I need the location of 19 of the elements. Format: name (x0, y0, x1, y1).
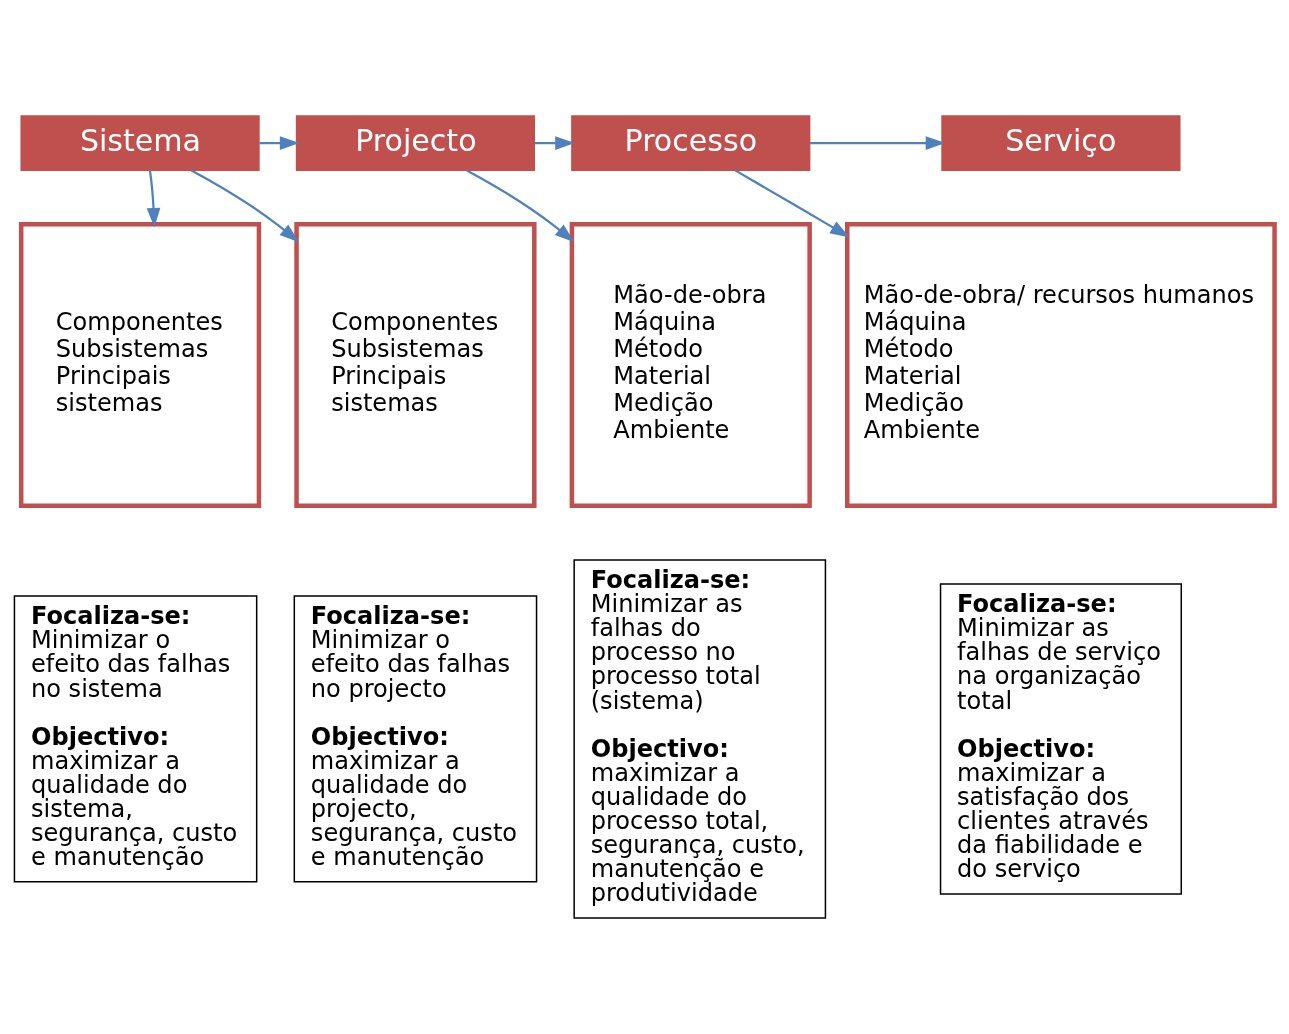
node-box: Focaliza-se: Minimizar o efeito das falhas no projecto Objectivo: maximizar a qualidade do projecto, segurança, custo e manutenção (293, 595, 538, 883)
node-box: Focaliza-se: Minimizar as falhas de serviço na organização total Objectivo: maximizar a satisfação dos clientes através da fiabilidade e do serviço (939, 583, 1182, 895)
node-box: Focaliza-se: Minimizar o efeito das falhas no sistema Objectivo: maximizar a qualidade do sistema, segurança, custo e manutenção (13, 595, 258, 883)
node-box: Focaliza-se: Minimizar as falhas do processo no processo total (sistema) Objectivo: maximizar a qualidade do processo total, segurança, custo, manutenção e produtividade (573, 559, 827, 919)
node-box: Mão-de-obra Máquina Método Material Medição Ambiente (569, 222, 812, 508)
arrow (190, 169, 299, 243)
node-box: Processo (571, 115, 811, 171)
node-box: Projecto (295, 115, 536, 171)
arrow (466, 169, 575, 243)
arrow (534, 136, 575, 150)
node-box: Componentes Subsistemas Principais sistemas (18, 222, 262, 508)
arrow (734, 169, 850, 238)
node-box: Componentes Subsistemas Principais sistemas (294, 222, 537, 508)
arrow (810, 136, 946, 150)
arrow (146, 170, 161, 228)
node-box: Mão-de-obra/ recursos humanos Máquina Método Material Medição Ambiente (845, 222, 1277, 508)
node-box: Serviço (941, 115, 1181, 171)
node-box: Sistema (20, 115, 260, 171)
arrow (259, 136, 300, 150)
